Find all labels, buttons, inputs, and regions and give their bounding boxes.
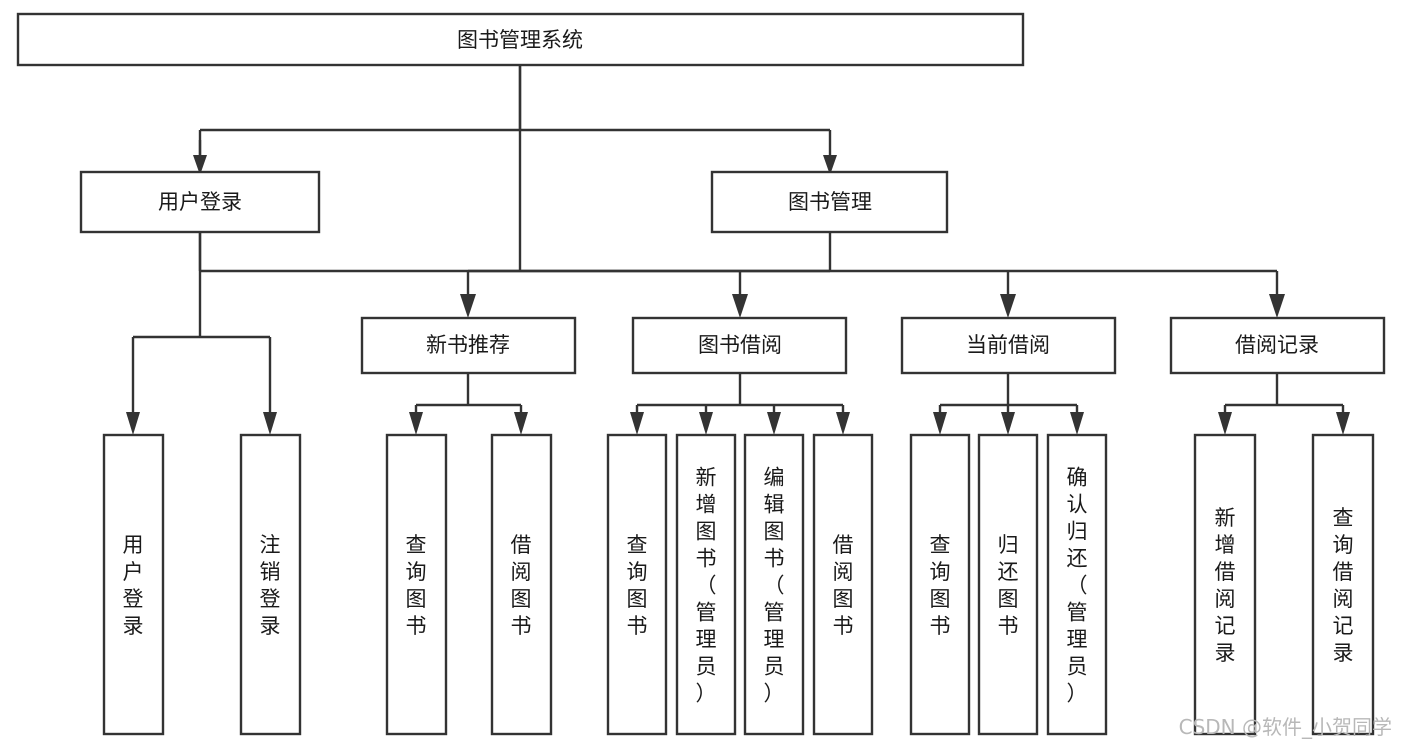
node-borrow-record-label: 借阅记录 [1235,333,1319,357]
leaf-box[interactable] [385,433,448,736]
leaf-node[interactable]: 注销登录 [239,433,302,736]
leaf-node[interactable]: 归还图书 [977,433,1039,736]
arrowhead-leaf-user-logout [263,412,277,435]
leaf-node[interactable]: 查询借阅记录 [1311,433,1375,736]
node-user-login-box[interactable] [79,170,321,234]
node-book-borrow[interactable]: 图书借阅 [631,316,848,375]
connector-layer [126,65,1350,435]
node-book-manage-box[interactable] [710,170,949,234]
leaf-node[interactable]: 确认归还（管理员） [1046,433,1108,736]
leaf-node[interactable]: 新增借阅记录 [1193,433,1257,736]
arrowhead-leaf-borrow-book-1 [514,412,528,435]
leaf-node[interactable]: 查询图书 [385,433,448,736]
node-root-box[interactable] [16,12,1025,67]
leaf-label: 确认归还（管理员） [1067,466,1088,706]
arrowhead-leaf-query-book-3 [933,412,947,435]
node-current-borrow-box[interactable] [900,316,1117,375]
arrowhead-book-borrow [732,294,748,318]
leaf-node[interactable]: 编辑图书（管理员） [743,433,805,736]
leaf-label: 归还图书 [998,533,1019,638]
leaf-node[interactable]: 查询图书 [909,433,971,736]
leaf-box[interactable] [812,433,874,736]
node-root-label: 图书管理系统 [457,28,583,52]
node-book-manage-label: 图书管理 [788,190,872,214]
leaf-label: 查询图书 [930,533,951,638]
arrowhead-new-book-recommend [460,294,476,318]
arrowhead-user-login [193,155,207,175]
node-book-borrow-label: 图书借阅 [698,333,782,357]
node-user-login[interactable]: 用户登录 [79,170,321,234]
node-current-borrow[interactable]: 当前借阅 [900,316,1117,375]
leaf-label: 借阅图书 [511,533,532,638]
leaf-box[interactable] [743,433,805,736]
leaf-box[interactable] [675,433,737,736]
leaf-label: 查询图书 [627,533,648,638]
arrowhead-leaf-query-book-2 [630,412,644,435]
arrowhead-leaf-user-login [126,412,140,435]
leaf-label: 借阅图书 [833,533,854,638]
node-current-borrow-label: 当前借阅 [966,333,1050,357]
leaf-label: 查询图书 [406,533,427,638]
node-user-login-label: 用户登录 [158,190,242,214]
arrowhead-leaf-add-book [699,412,713,435]
leaf-box[interactable] [1311,433,1375,736]
leaf-box[interactable] [606,433,668,736]
leaf-label: 注销登录 [260,533,281,638]
arrowhead-leaf-edit-book [767,412,781,435]
leaf-label: 查询借阅记录 [1333,506,1354,665]
arrowhead-leaf-query-record [1336,412,1350,435]
node-new-book-recommend[interactable]: 新书推荐 [360,316,577,375]
leaf-node[interactable]: 借阅图书 [490,433,553,736]
node-book-manage[interactable]: 图书管理 [710,170,949,234]
leaf-box[interactable] [239,433,302,736]
arrowhead-current-borrow [1000,294,1016,318]
leaf-box[interactable] [977,433,1039,736]
node-new-book-recommend-box[interactable] [360,316,577,375]
leaf-label: 新增借阅记录 [1215,506,1236,665]
leaf-node[interactable]: 查询图书 [606,433,668,736]
arrowhead-leaf-query-book-1 [409,412,423,435]
arrowhead-book-manage [823,155,837,175]
leaf-node[interactable]: 新增图书（管理员） [675,433,737,736]
leaf-box[interactable] [909,433,971,736]
arrowhead-leaf-return-book [1001,412,1015,435]
leaf-node[interactable]: 借阅图书 [812,433,874,736]
node-borrow-record[interactable]: 借阅记录 [1169,316,1386,375]
arrowhead-leaf-borrow-book-2 [836,412,850,435]
leaf-label: 用户登录 [123,533,144,638]
node-new-book-recommend-label: 新书推荐 [426,333,510,357]
leaf-box[interactable] [102,433,165,736]
leaf-label: 编辑图书（管理员） [764,466,785,706]
leaf-node[interactable]: 用户登录 [102,433,165,736]
arrowhead-borrow-record [1269,294,1285,318]
arrowhead-leaf-add-record [1218,412,1232,435]
arrowhead-leaf-confirm-return [1070,412,1084,435]
node-root[interactable]: 图书管理系统 [16,12,1025,67]
leaf-box[interactable] [1046,433,1108,736]
watermark: CSDN @软件_小贺同学 [1179,715,1392,739]
node-borrow-record-box[interactable] [1169,316,1386,375]
leaf-box[interactable] [490,433,553,736]
node-book-borrow-box[interactable] [631,316,848,375]
leaf-label: 新增图书（管理员） [696,466,717,706]
leaf-box[interactable] [1193,433,1257,736]
